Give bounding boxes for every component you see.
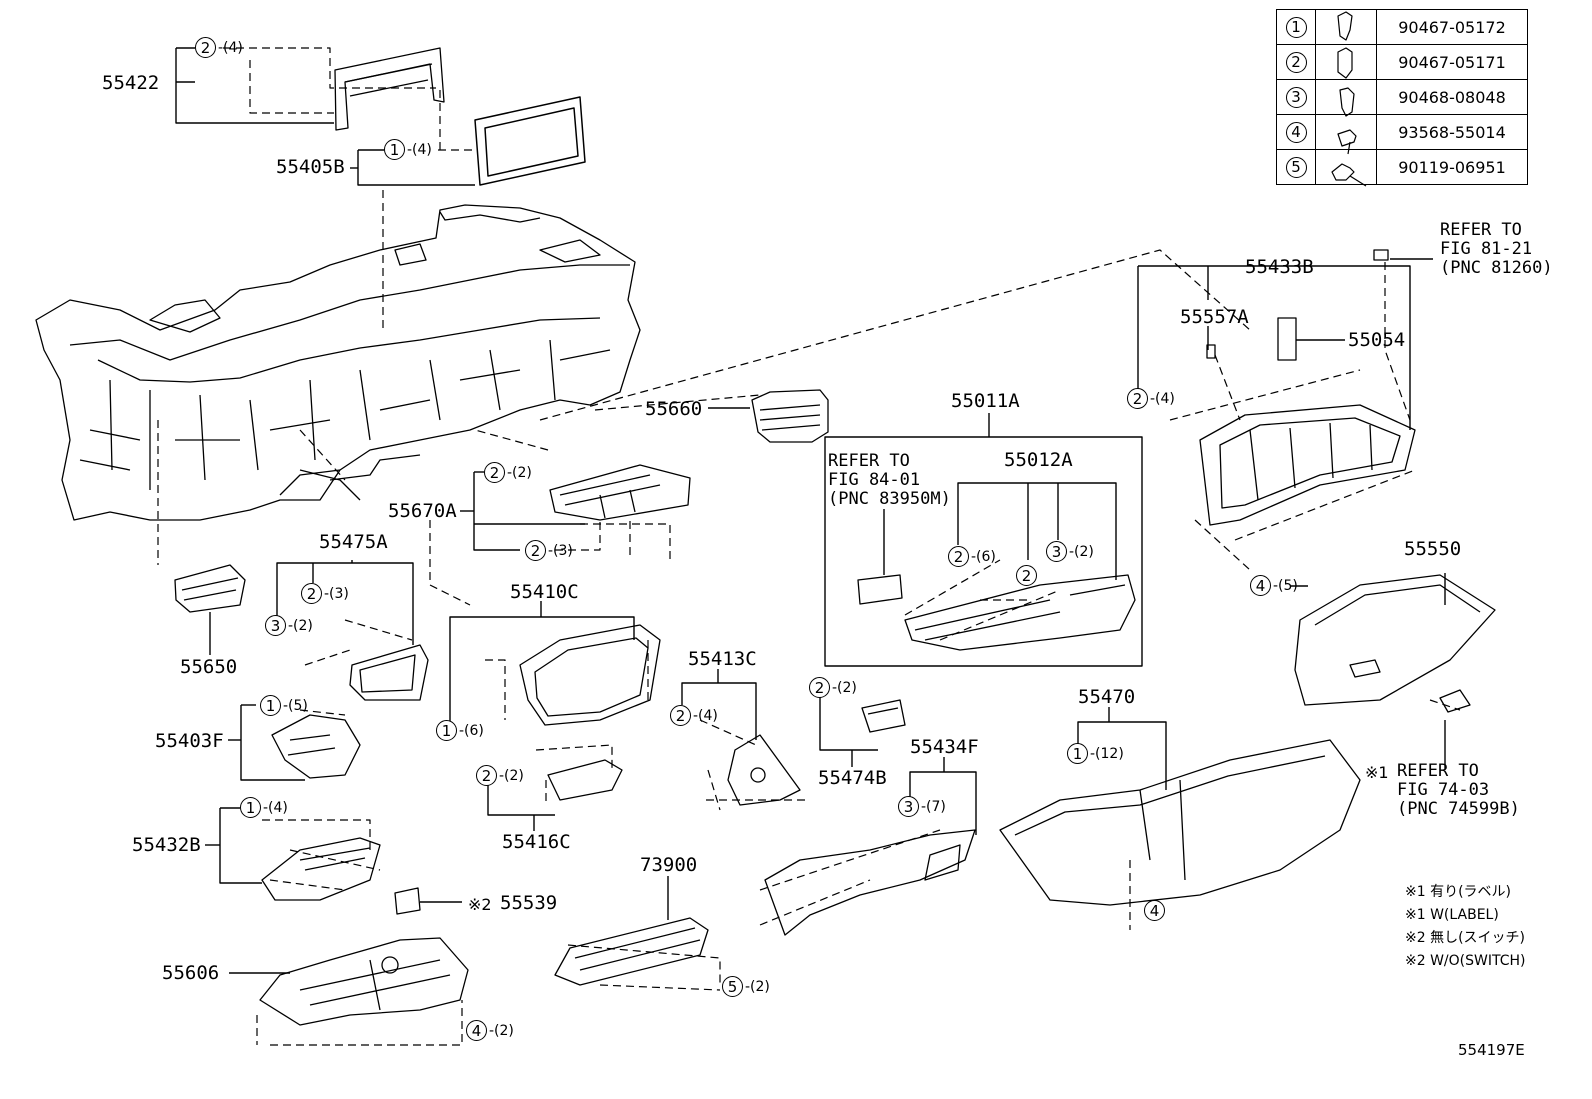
- legend-number: 3: [1285, 86, 1307, 108]
- legend-part-number: 90119-06951: [1376, 149, 1528, 185]
- part-73900-shape: [554, 917, 709, 986]
- callout-fastener: 1-(4): [384, 139, 432, 160]
- legend-number: 5: [1285, 156, 1307, 178]
- part-label-55670A: 55670A: [388, 500, 457, 522]
- cover-55413C-shape: [727, 734, 801, 806]
- vent-55650-shape: [174, 564, 246, 613]
- part-label-55432B: 55432B: [132, 834, 201, 856]
- instrument-panel-shape: [35, 204, 641, 521]
- callout-fastener: 1-(6): [436, 720, 484, 741]
- part-label-55550: 55550: [1404, 538, 1462, 560]
- bezel-55475A-shape: [349, 644, 429, 701]
- footnote: ※2 W/O(SWITCH): [1405, 953, 1526, 969]
- legend-row: 2 90467-05171: [1276, 44, 1528, 80]
- part-label-55410C: 55410C: [510, 581, 579, 603]
- legend-number: 2: [1285, 51, 1307, 73]
- refer-fig-74-03: REFER TO FIG 74-03 (PNC 74599B): [1397, 761, 1520, 820]
- glovebox-door-shape: [1294, 574, 1496, 713]
- part-label-55054: 55054: [1348, 329, 1406, 351]
- part-label-55413C: 55413C: [688, 648, 757, 670]
- switch-55474B-shape: [861, 699, 906, 733]
- part-label-55405B: 55405B: [276, 156, 345, 178]
- cover-55416C-shape: [547, 759, 623, 801]
- fastener-legend: 1 90467-05172 2 90467-05171 3 90468-0804…: [1276, 9, 1528, 185]
- part-label-55660: 55660: [645, 398, 703, 420]
- footnote: ※1 有り(ラベル): [1405, 884, 1512, 900]
- cover-55432B-shape: [261, 837, 421, 915]
- callout-fastener: 4-(2): [466, 1020, 514, 1041]
- part-label-55606: 55606: [162, 962, 220, 984]
- refer-fig-84-01: REFER TO FIG 84-01 (PNC 83950M): [828, 451, 951, 510]
- callout-fastener: 2: [1016, 565, 1039, 586]
- clip-icon: [1315, 79, 1377, 115]
- callout-fastener: 2-(3): [301, 583, 349, 604]
- meter-hood-shape: [519, 624, 661, 726]
- callout-fastener: 2-(6): [948, 546, 996, 567]
- footnote: ※2 無し(スイッチ): [1405, 930, 1526, 946]
- part-label-73900: 73900: [640, 854, 698, 876]
- clip-icon: [1315, 44, 1377, 80]
- switch-note-mark: ※2: [468, 895, 492, 914]
- legend-row: 4 93568-55014: [1276, 114, 1528, 150]
- callout-fastener: 1-(4): [240, 797, 288, 818]
- lower-cover-55434F-shape: [764, 829, 976, 936]
- callout-fastener: 1-(12): [1067, 743, 1124, 764]
- callout-fastener: 2-(4): [1127, 388, 1175, 409]
- legend-number: 4: [1285, 121, 1307, 143]
- vent-55660-shape: [751, 389, 829, 443]
- callout-fastener: 2-(4): [195, 37, 243, 58]
- footnote: ※1 W(LABEL): [1405, 907, 1499, 923]
- part-label-55012A: 55012A: [1004, 449, 1073, 471]
- register-55670A-shape: [549, 464, 691, 521]
- callout-fastener: 2-(4): [670, 705, 718, 726]
- part-label-55011A: 55011A: [951, 390, 1020, 412]
- switch-panel-shape: [857, 574, 1136, 651]
- cover-55403F-shape: [271, 714, 361, 779]
- bolt-icon: [1315, 149, 1377, 185]
- callout-fastener: 2-(2): [809, 677, 857, 698]
- callout-fastener: 5-(2): [722, 976, 770, 997]
- legend-part-number: 93568-55014: [1376, 114, 1528, 150]
- part-label-55557A: 55557A: [1180, 306, 1249, 328]
- label-note-mark: ※1: [1365, 763, 1389, 782]
- legend-row: 5 90119-06951: [1276, 149, 1528, 185]
- part-label-55433B: 55433B: [1245, 256, 1314, 278]
- display-frame-shape: [474, 96, 586, 186]
- leader-lines: [175, 47, 1446, 974]
- part-label-55403F: 55403F: [155, 730, 224, 752]
- callout-fastener: 4-(5): [1250, 575, 1298, 596]
- callout-fastener: 3-(2): [265, 615, 313, 636]
- dashed-guide-lines: [157, 47, 1461, 1046]
- callout-fastener: 3-(2): [1046, 541, 1094, 562]
- part-label-55470: 55470: [1078, 686, 1136, 708]
- part-label-55475A: 55475A: [319, 531, 388, 553]
- callout-fastener: 3-(7): [898, 796, 946, 817]
- legend-part-number: 90467-05171: [1376, 44, 1528, 80]
- clip-icon: [1315, 9, 1377, 45]
- part-label-55434F: 55434F: [910, 736, 979, 758]
- legend-part-number: 90468-08048: [1376, 79, 1528, 115]
- lower-panel-shape: [999, 739, 1361, 906]
- callout-fastener: 2-(2): [476, 765, 524, 786]
- bracket-55422-shape: [334, 47, 445, 131]
- figure-id: 554197E: [1458, 1041, 1525, 1059]
- legend-row: 1 90467-05172: [1276, 9, 1528, 45]
- callout-fastener: 2-(3): [525, 540, 573, 561]
- part-label-55539: 55539: [500, 892, 558, 914]
- refer-fig-81-21: REFER TO FIG 81-21 (PNC 81260): [1440, 220, 1553, 279]
- part-label-55474B: 55474B: [818, 767, 887, 789]
- part-label-55416C: 55416C: [502, 831, 571, 853]
- legend-number: 1: [1285, 16, 1307, 38]
- part-label-55422: 55422: [102, 72, 160, 94]
- part-label-55650: 55650: [180, 656, 238, 678]
- screw-icon: [1315, 114, 1377, 150]
- legend-row: 3 90468-08048: [1276, 79, 1528, 115]
- glovebox-inner-shape: [1199, 249, 1416, 526]
- legend-part-number: 90467-05172: [1376, 9, 1528, 45]
- callout-fastener: 4: [1144, 900, 1167, 921]
- under-cover-55606-shape: [259, 937, 469, 1026]
- callout-fastener: 1-(5): [260, 695, 308, 716]
- callout-fastener: 2-(2): [484, 462, 532, 483]
